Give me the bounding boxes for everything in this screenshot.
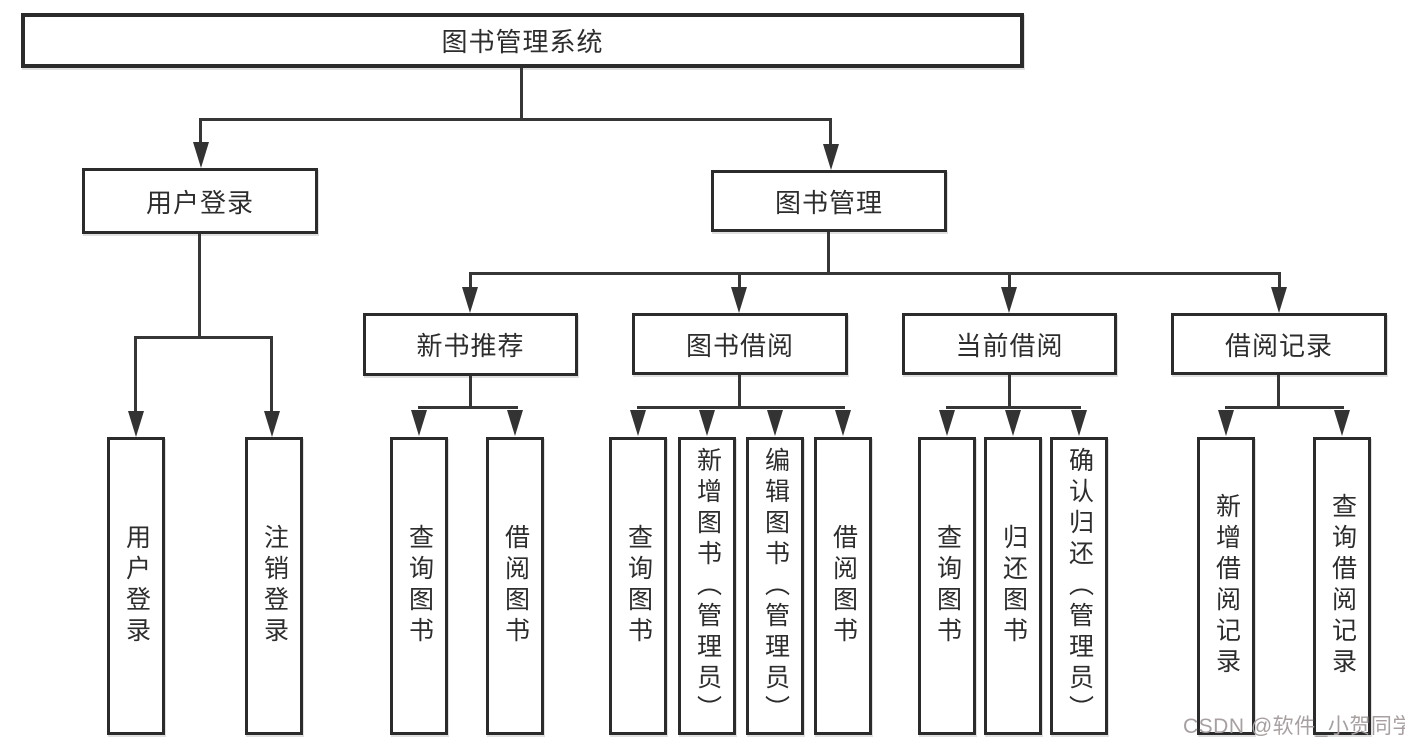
arrow-down-icon [835, 410, 851, 436]
arrow-down-icon [1005, 410, 1021, 436]
leaf-return-book: 归还图书 [984, 437, 1042, 735]
connector-drop [1278, 272, 1281, 289]
connector-drop [738, 272, 741, 289]
arrow-down-icon [193, 142, 209, 168]
leaf-label: 查询图书 [405, 524, 434, 648]
arrow-down-icon [507, 410, 523, 436]
leaf-query-book-2: 查询图书 [609, 437, 667, 735]
connector-section-stem [469, 376, 472, 409]
leaf-label: 确认归还（管理员） [1065, 446, 1094, 726]
csdn-watermark: CSDN @软件_小贺同学 [1183, 715, 1405, 738]
arrow-down-icon [264, 411, 280, 437]
connector-user-login-branch [134, 336, 273, 339]
leaf-borrow-book-1: 借阅图书 [486, 437, 544, 735]
leaf-query-borrow-record: 查询借阅记录 [1313, 437, 1371, 735]
leaf-query-book-1: 查询图书 [390, 437, 448, 735]
connector-root-stem [520, 68, 523, 120]
leaf-label: 注销登录 [260, 524, 289, 648]
arrow-down-icon [939, 410, 955, 436]
leaf-label: 用户登录 [122, 524, 151, 648]
connector-section-stem [1277, 375, 1280, 409]
leaf-label: 查询图书 [624, 524, 653, 648]
leaf-label: 归还图书 [999, 524, 1028, 648]
arrow-down-icon [1001, 287, 1017, 313]
arrow-down-icon [731, 287, 747, 313]
connector-book-mgmt-branch [469, 272, 1281, 275]
node-book-borrow-label: 图书借阅 [685, 330, 794, 361]
arrow-down-icon [699, 410, 715, 436]
connector-drop [270, 336, 273, 412]
leaf-add-borrow-record: 新增借阅记录 [1197, 437, 1255, 735]
connector-drop-book-mgmt [829, 118, 832, 146]
leaf-borrow-book-2: 借阅图书 [814, 437, 872, 735]
arrow-down-icon [462, 287, 478, 313]
arrow-down-icon [1271, 287, 1287, 313]
leaf-logout: 注销登录 [245, 437, 303, 735]
arrow-down-icon [1218, 410, 1234, 436]
node-book-mgmt: 图书管理 [711, 170, 947, 232]
node-book-borrow: 图书借阅 [632, 313, 848, 375]
connector-root-branch [199, 118, 832, 121]
leaf-label: 新增借阅记录 [1212, 493, 1241, 679]
node-root-label: 图书管理系统 [441, 27, 604, 57]
connector-drop [469, 272, 472, 289]
leaf-label: 查询借阅记录 [1328, 493, 1357, 679]
connector-section-branch [418, 406, 518, 409]
connector-drop-user-login [199, 118, 202, 146]
arrow-down-icon [767, 410, 783, 436]
connector-section-stem [738, 375, 741, 409]
node-root: 图书管理系统 [21, 13, 1024, 68]
leaf-add-book-admin: 新增图书（管理员） [678, 437, 736, 735]
node-new-book-recommend-label: 新书推荐 [416, 331, 525, 361]
leaf-label: 查询图书 [933, 524, 962, 648]
connector-section-branch [1225, 406, 1344, 409]
arrow-down-icon [1071, 410, 1087, 436]
connector-user-login-stem [198, 234, 201, 336]
arrow-down-icon [823, 144, 839, 170]
leaf-query-book-3: 查询图书 [918, 437, 976, 735]
leaf-label: 借阅图书 [829, 524, 858, 648]
node-book-mgmt-label: 图书管理 [774, 187, 883, 218]
node-new-book-recommend: 新书推荐 [363, 313, 578, 376]
node-current-borrow: 当前借阅 [902, 313, 1117, 375]
leaf-confirm-return-admin: 确认归还（管理员） [1050, 437, 1108, 735]
node-borrow-record-label: 借阅记录 [1224, 330, 1333, 361]
leaf-label: 编辑图书（管理员） [761, 446, 790, 726]
arrow-down-icon [128, 411, 144, 437]
arrow-down-icon [411, 410, 427, 436]
leaf-edit-book-admin: 编辑图书（管理员） [746, 437, 804, 735]
node-user-login: 用户登录 [82, 168, 318, 234]
connector-section-branch [637, 406, 845, 409]
arrow-down-icon [1334, 410, 1350, 436]
node-current-borrow-label: 当前借阅 [955, 330, 1064, 361]
connector-drop [134, 336, 137, 412]
arrow-down-icon [630, 410, 646, 436]
leaf-user-login: 用户登录 [107, 437, 165, 735]
node-borrow-record: 借阅记录 [1171, 313, 1387, 375]
leaf-label: 新增图书（管理员） [693, 446, 722, 726]
connector-drop [1008, 272, 1011, 289]
connector-book-mgmt-stem [827, 232, 830, 275]
connector-section-branch [946, 406, 1081, 409]
node-user-login-label: 用户登录 [145, 187, 254, 218]
leaf-label: 借阅图书 [501, 524, 530, 648]
connector-section-stem [1008, 375, 1011, 409]
